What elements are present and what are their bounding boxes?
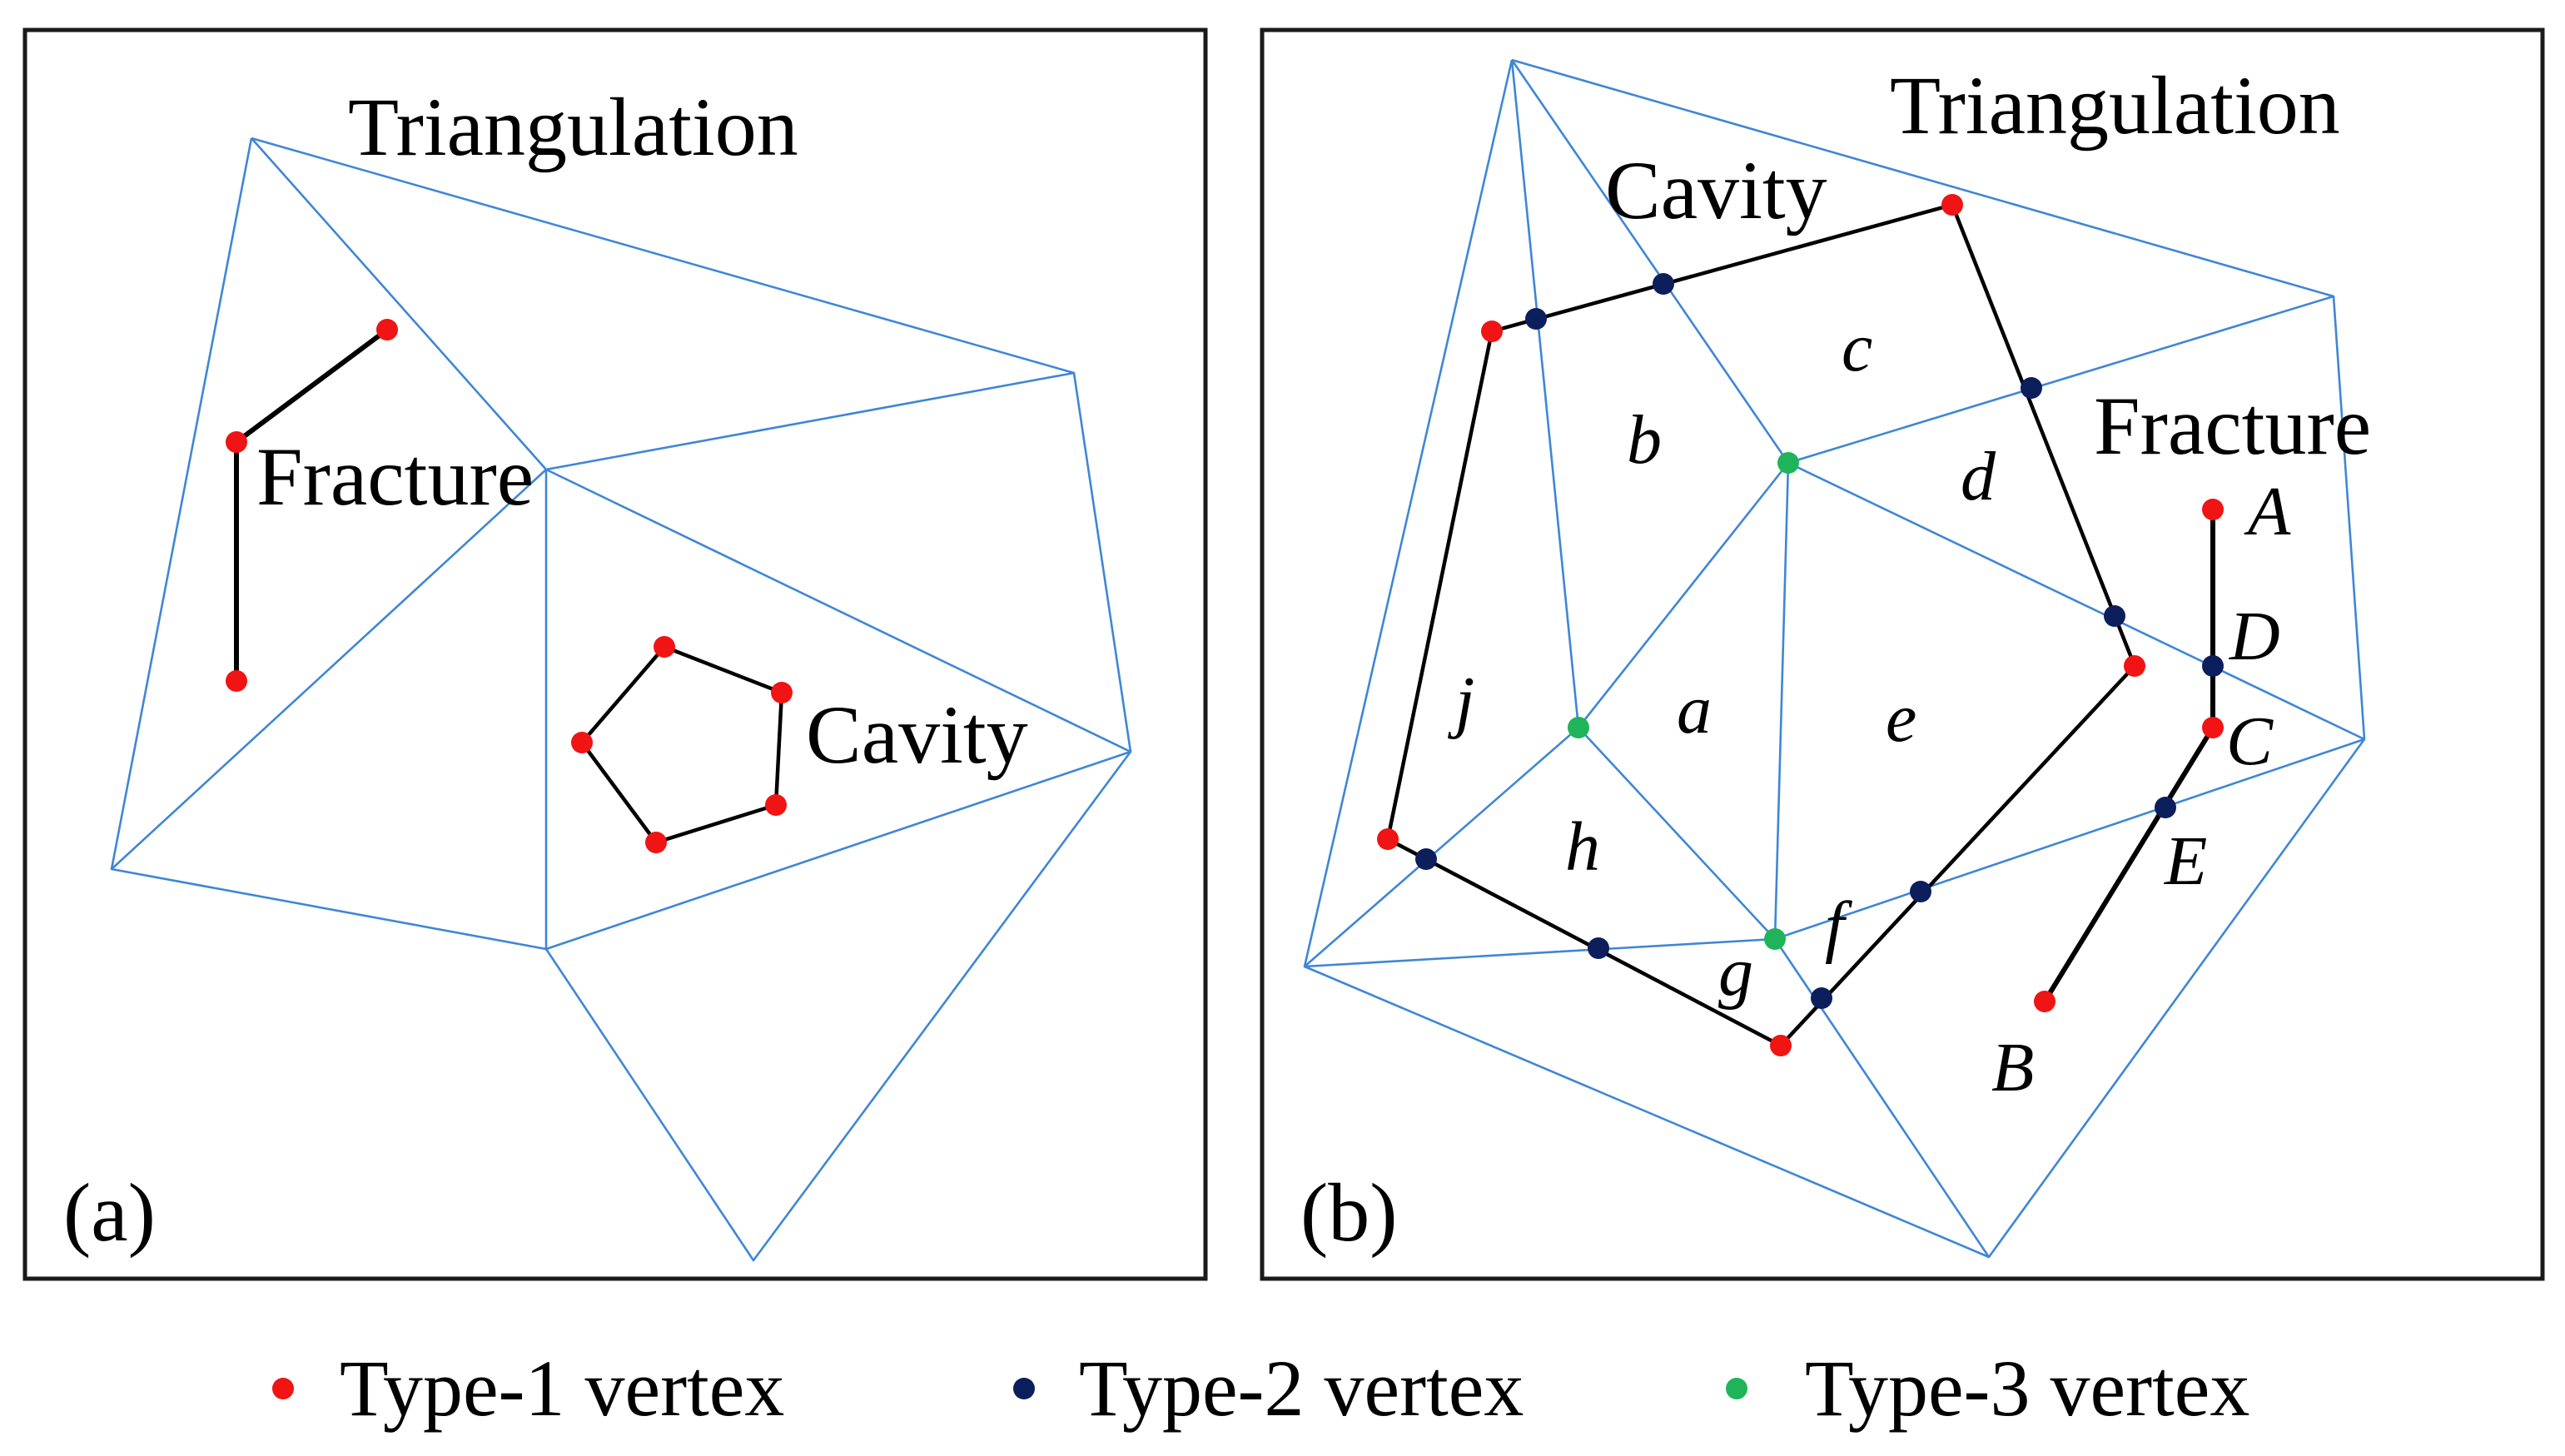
region-label: a <box>1677 671 1712 748</box>
panel-b: Triangulation Cavity Fracture a b c d e … <box>1260 27 2545 1281</box>
triangulation-edge <box>545 468 1131 753</box>
type1-vertex <box>571 732 593 753</box>
legend-item-type1: Type-1 vertex <box>272 1344 784 1433</box>
region-label: h <box>1565 808 1600 886</box>
legend-marker <box>272 1378 294 1399</box>
point-label-a: A <box>2244 473 2291 550</box>
panel-a-triangulation <box>110 137 1132 1262</box>
panel-a-cavity <box>571 636 793 853</box>
type1-vertex <box>2202 717 2224 738</box>
type2-vertex <box>1653 273 1674 295</box>
type1-vertex <box>226 670 247 692</box>
triangulation-edge <box>1773 938 1991 1258</box>
legend-label: Type-1 vertex <box>340 1344 784 1433</box>
point-label-e: E <box>2164 822 2207 900</box>
type1-vertex <box>645 832 667 853</box>
type1-vertex <box>1481 321 1503 342</box>
triangulation-edge <box>1787 461 2365 741</box>
region-label: f <box>1825 887 1853 965</box>
triangulation-edge <box>545 371 1075 471</box>
type1-vertex <box>2034 991 2055 1012</box>
triangulation-label: Triangulation <box>348 81 798 173</box>
point-label-b: B <box>1991 1029 2034 1106</box>
triangulation-edge <box>251 137 547 470</box>
triangulation-edge <box>111 469 547 870</box>
type2-vertex <box>1525 308 1547 330</box>
type1-vertex <box>2202 499 2224 520</box>
triangulation-edge <box>1510 59 1580 728</box>
type2-vertex <box>2021 377 2042 399</box>
panel-b-frame <box>1260 27 2545 1281</box>
panel-b-triangulation <box>1303 58 2366 1259</box>
fracture-polyline <box>2042 507 2215 1004</box>
legend-marker <box>1726 1378 1747 1399</box>
region-label: b <box>1627 401 1662 479</box>
type2-vertex <box>1588 937 1609 959</box>
cavity-label: Cavity <box>1605 144 1827 236</box>
cavity-label: Cavity <box>806 688 1028 781</box>
type3-vertex <box>1764 928 1786 950</box>
legend-marker <box>1013 1378 1035 1399</box>
legend-item-type2: Type-2 vertex <box>1013 1344 1524 1433</box>
region-label: j <box>1448 663 1474 740</box>
type1-vertex <box>765 794 787 816</box>
triangulation-edge <box>1304 937 1776 968</box>
type3-vertex <box>1777 452 1799 474</box>
triangulation-edge <box>1577 462 1790 728</box>
legend-label: Type-2 vertex <box>1079 1344 1524 1433</box>
type1-vertex <box>771 682 793 703</box>
triangulation-edge <box>1578 727 1776 940</box>
type2-vertex <box>2104 605 2125 627</box>
region-label: d <box>1961 438 1996 515</box>
panel-b-tag: (b) <box>1300 1166 1398 1259</box>
triangulation-edge <box>1304 727 1579 967</box>
type3-vertex <box>1568 717 1589 738</box>
point-label-c: C <box>2226 703 2274 780</box>
type1-vertex <box>1770 1035 1792 1056</box>
triangulation-outline <box>1303 58 2366 1259</box>
fracture-label: Fracture <box>2094 380 2371 472</box>
type2-vertex <box>1811 987 1832 1009</box>
type2-vertex <box>2155 797 2176 818</box>
cavity-polygon <box>1385 202 2137 1048</box>
region-label: e <box>1886 679 1916 757</box>
type2-vertex <box>1415 848 1437 870</box>
panel-a-frame <box>22 27 1208 1281</box>
point-label-d: D <box>2229 598 2280 675</box>
type1-vertex <box>376 319 398 340</box>
type1-vertex <box>1941 194 1963 216</box>
panel-b-fracture <box>2034 499 2224 1012</box>
legend-item-type3: Type-3 vertex <box>1726 1344 2249 1433</box>
legend: Type-1 vertex Type-2 vertex Type-3 verte… <box>272 1344 2249 1433</box>
triangulation-edge <box>545 750 1131 951</box>
panel-a: Triangulation Fracture Cavity (a) <box>22 27 1208 1281</box>
cavity-polygon <box>579 644 784 845</box>
panel-b-cavity <box>1377 194 2145 1056</box>
type1-vertex <box>654 636 675 658</box>
panel-a-fracture <box>226 319 398 692</box>
triangulation-edge <box>1787 295 2334 465</box>
triangulation-edge <box>1773 462 1790 940</box>
type2-vertex <box>2202 655 2224 677</box>
region-label: c <box>1842 309 1872 386</box>
region-label: g <box>1718 933 1753 1011</box>
triangulation-edge <box>1774 738 2365 941</box>
type1-vertex <box>2124 655 2145 677</box>
triangulation-edge <box>1510 59 1790 464</box>
fracture-label: Fracture <box>256 430 534 523</box>
triangulation-label: Triangulation <box>1890 59 2340 152</box>
type1-vertex <box>1377 828 1399 850</box>
legend-label: Type-3 vertex <box>1805 1344 2249 1433</box>
type1-vertex <box>226 431 247 453</box>
type2-vertex <box>1910 881 1931 902</box>
panel-a-tag: (a) <box>63 1166 156 1259</box>
